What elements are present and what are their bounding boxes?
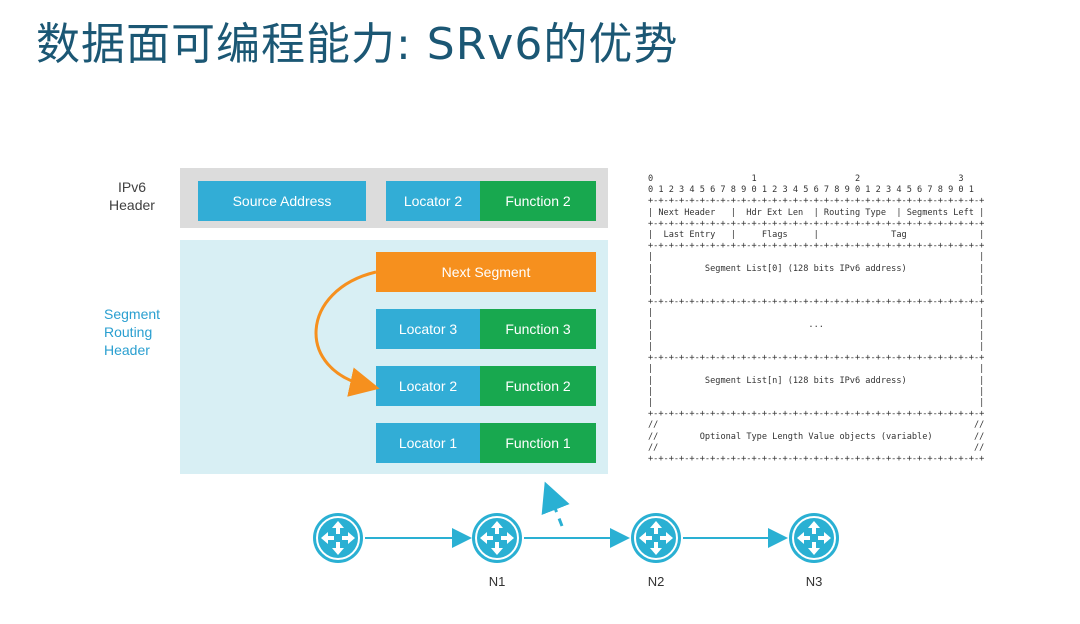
segment-list-0: Segment List[0] (128 bits IPv6 address) (704, 263, 907, 274)
format-border: +-+-+-+-+-+-+-+-+-+-+-+-+-+-+-+-+-+-+-+-… (648, 218, 985, 229)
format-ellipsis: ... (808, 319, 824, 330)
format-border: +-+-+-+-+-+-+-+-+-+-+-+-+-+-+-+-+-+-+-+-… (648, 297, 985, 308)
segment-function-box: Function 2 (480, 366, 596, 406)
ipv6-function-box: Function 2 (480, 181, 596, 221)
format-row-1: | Next Header | Hdr Ext Len | Routing Ty… (648, 207, 985, 218)
format-row-2: | Last Entry | Flags | Tag | (648, 230, 985, 241)
segment-locator-box: Locator 2 (376, 366, 480, 406)
srh-label-line3: Header (104, 342, 150, 358)
srh-label-line2: Routing (104, 324, 153, 340)
router-source-icon (312, 512, 364, 564)
node-label-n3: N3 (805, 574, 823, 589)
format-border: +-+-+-+-+-+-+-+-+-+-+-+-+-+-+-+-+-+-+-+-… (648, 353, 985, 364)
node-label-n2: N2 (647, 574, 665, 589)
format-border: +-+-+-+-+-+-+-+-+-+-+-+-+-+-+-+-+-+-+-+-… (648, 241, 985, 252)
node-label-n1: N1 (488, 574, 506, 589)
source-address-box: Source Address (198, 181, 366, 221)
ipv6-locator-box: Locator 2 (386, 181, 480, 221)
srh-label-line1: Segment (104, 306, 161, 322)
ipv6-label-line2: Header (109, 197, 155, 213)
segment-function-box: Function 3 (480, 309, 596, 349)
segment-list-n: Segment List[n] (128 bits IPv6 address) (704, 375, 907, 386)
router-n2-icon (630, 512, 682, 564)
srh-format-diagram: 0 1 2 3 0 1 2 3 4 5 6 7 8 9 0 1 2 3 4 5 … (648, 174, 985, 465)
next-segment-box: Next Segment (376, 252, 596, 292)
page-title: 数据面可编程能力: SRv6的优势 (36, 19, 679, 70)
format-border: +-+-+-+-+-+-+-+-+-+-+-+-+-+-+-+-+-+-+-+-… (648, 454, 985, 465)
ipv6-header-label: IPv6 Header (104, 178, 160, 214)
segment-locator-box: Locator 3 (376, 309, 480, 349)
format-border: +-+-+-+-+-+-+-+-+-+-+-+-+-+-+-+-+-+-+-+-… (648, 409, 985, 420)
segment-locator-box: Locator 1 (376, 423, 480, 463)
dashed-arrow (541, 481, 570, 527)
srh-label: Segment Routing Header (104, 305, 178, 359)
router-n1-icon (471, 512, 523, 564)
segment-function-box: Function 1 (480, 423, 596, 463)
ipv6-label-line1: IPv6 (117, 179, 146, 195)
bit-ruler-tens: 0 1 2 3 (648, 174, 964, 184)
format-border: +-+-+-+-+-+-+-+-+-+-+-+-+-+-+-+-+-+-+-+-… (648, 196, 985, 207)
bit-ruler-units: 0 1 2 3 4 5 6 7 8 9 0 1 2 3 4 5 6 7 8 9 … (648, 185, 974, 196)
tlv-objects: Optional Type Length Value objects (vari… (699, 431, 933, 442)
router-n3-icon (788, 512, 840, 564)
next-segment-curved-arrow (314, 270, 380, 397)
